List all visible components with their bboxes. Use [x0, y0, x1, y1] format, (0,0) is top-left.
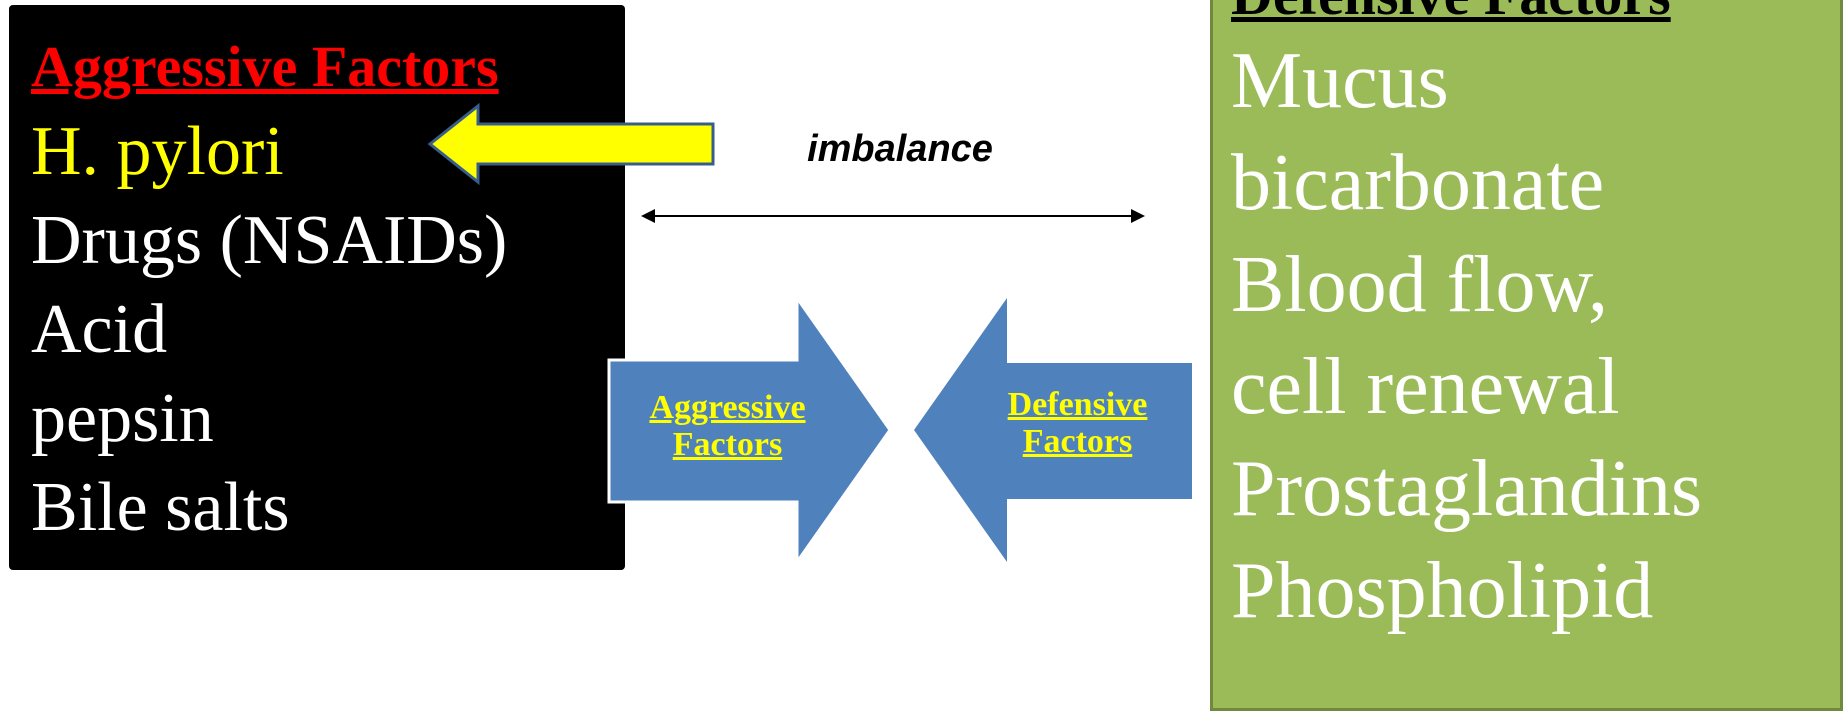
- imbalance-label: imbalance: [807, 128, 993, 170]
- defensive-item-blood-flow: Blood flow,: [1231, 241, 1609, 329]
- defensive-blue-arrow-icon: [914, 298, 1192, 562]
- aggressive-arrow-label: Aggressive Factors: [620, 389, 835, 463]
- defensive-item-phospholipid: Phospholipid: [1231, 547, 1654, 635]
- aggressive-factors-title: Aggressive Factors: [31, 34, 499, 99]
- aggressive-item-drugs: Drugs (NSAIDs): [31, 202, 508, 279]
- defensive-arrow-label-line2: Factors: [1022, 423, 1133, 460]
- defensive-item-bicarbonate: bicarbonate: [1231, 139, 1605, 227]
- aggressive-item-h-pylori: H. pylori: [31, 113, 284, 190]
- defensive-arrow-label: Defensive Factors: [975, 386, 1180, 460]
- aggressive-arrow-label-line2: Factors: [672, 426, 783, 463]
- defensive-factors-title: Defensive Factors: [1231, 0, 1671, 35]
- defensive-item-cell-renewal: cell renewal: [1231, 343, 1620, 431]
- aggressive-item-pepsin: pepsin: [31, 380, 214, 457]
- defensive-factors-list: Mucus bicarbonate Blood flow, cell renew…: [1231, 30, 1702, 642]
- aggressive-item-bile-salts: Bile salts: [31, 469, 290, 546]
- yellow-pointer-arrow-icon: [427, 102, 715, 186]
- defensive-factors-panel: Defensive Factors Mucus bicarbonate Bloo…: [1210, 0, 1843, 711]
- defensive-item-mucus: Mucus: [1231, 37, 1449, 125]
- defensive-item-prostaglandins: Prostaglandins: [1231, 445, 1703, 533]
- imbalance-double-arrow-icon: [641, 209, 1145, 223]
- aggressive-factors-panel: Aggressive Factors H. pylori Drugs (NSAI…: [9, 5, 625, 570]
- aggressive-item-acid: Acid: [31, 291, 168, 368]
- defensive-arrow-label-line1: Defensive: [1007, 386, 1148, 423]
- aggressive-arrow-label-line1: Aggressive: [649, 389, 806, 426]
- aggressive-blue-arrow-icon: [607, 293, 892, 567]
